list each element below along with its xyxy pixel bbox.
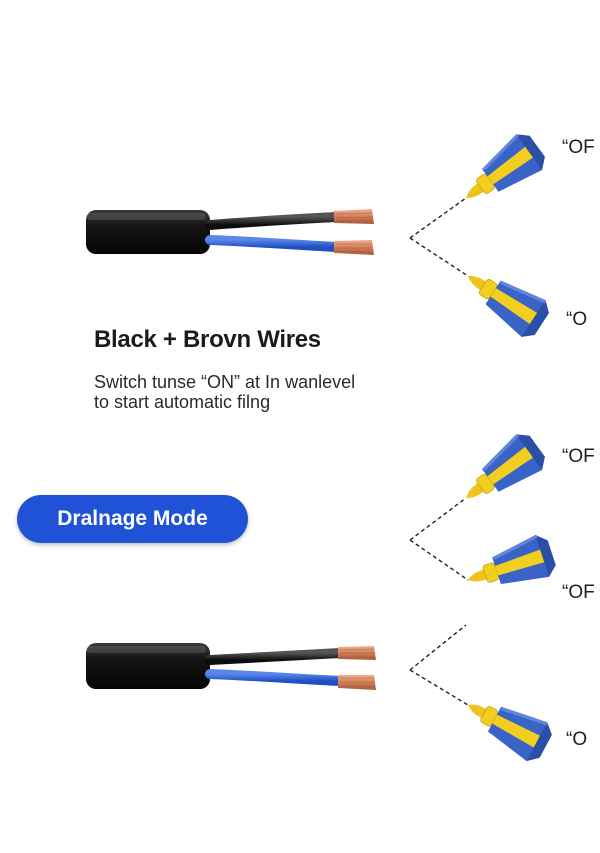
- bottom-float-state-label-3: “O: [566, 729, 588, 750]
- switch-description: Switch tunse “ON” at In wanlevel to star…: [94, 372, 355, 412]
- top-float-state-label-1: “OF: [562, 137, 595, 158]
- bottom-float-state-label-1: “OF: [562, 446, 595, 467]
- top-float-switch-on-icon: [455, 257, 555, 343]
- bottom-float-switch-middle-icon: [460, 531, 559, 602]
- bottom-cable-icon: [86, 643, 376, 690]
- switch-description-line-2: to start automatic filng: [94, 392, 271, 412]
- bottom-connection-lines: [409, 497, 469, 706]
- top-float-state-label-2: “O: [566, 309, 588, 330]
- wire-pair-title: Black + Brovn Wires: [94, 326, 321, 353]
- top-cable-icon: [86, 209, 374, 255]
- switch-description-line-1: Switch tunse “ON” at In wanlevel: [94, 372, 356, 392]
- bottom-float-state-label-2: “OF: [562, 582, 595, 603]
- top-connection-lines: [409, 197, 469, 277]
- bottom-float-switch-upper-icon: [452, 427, 551, 517]
- top-float-switch-off-icon: [452, 127, 551, 217]
- drainage-mode-badge: Dralnage Mode: [17, 495, 248, 543]
- bottom-float-switch-lower-icon: [457, 685, 557, 767]
